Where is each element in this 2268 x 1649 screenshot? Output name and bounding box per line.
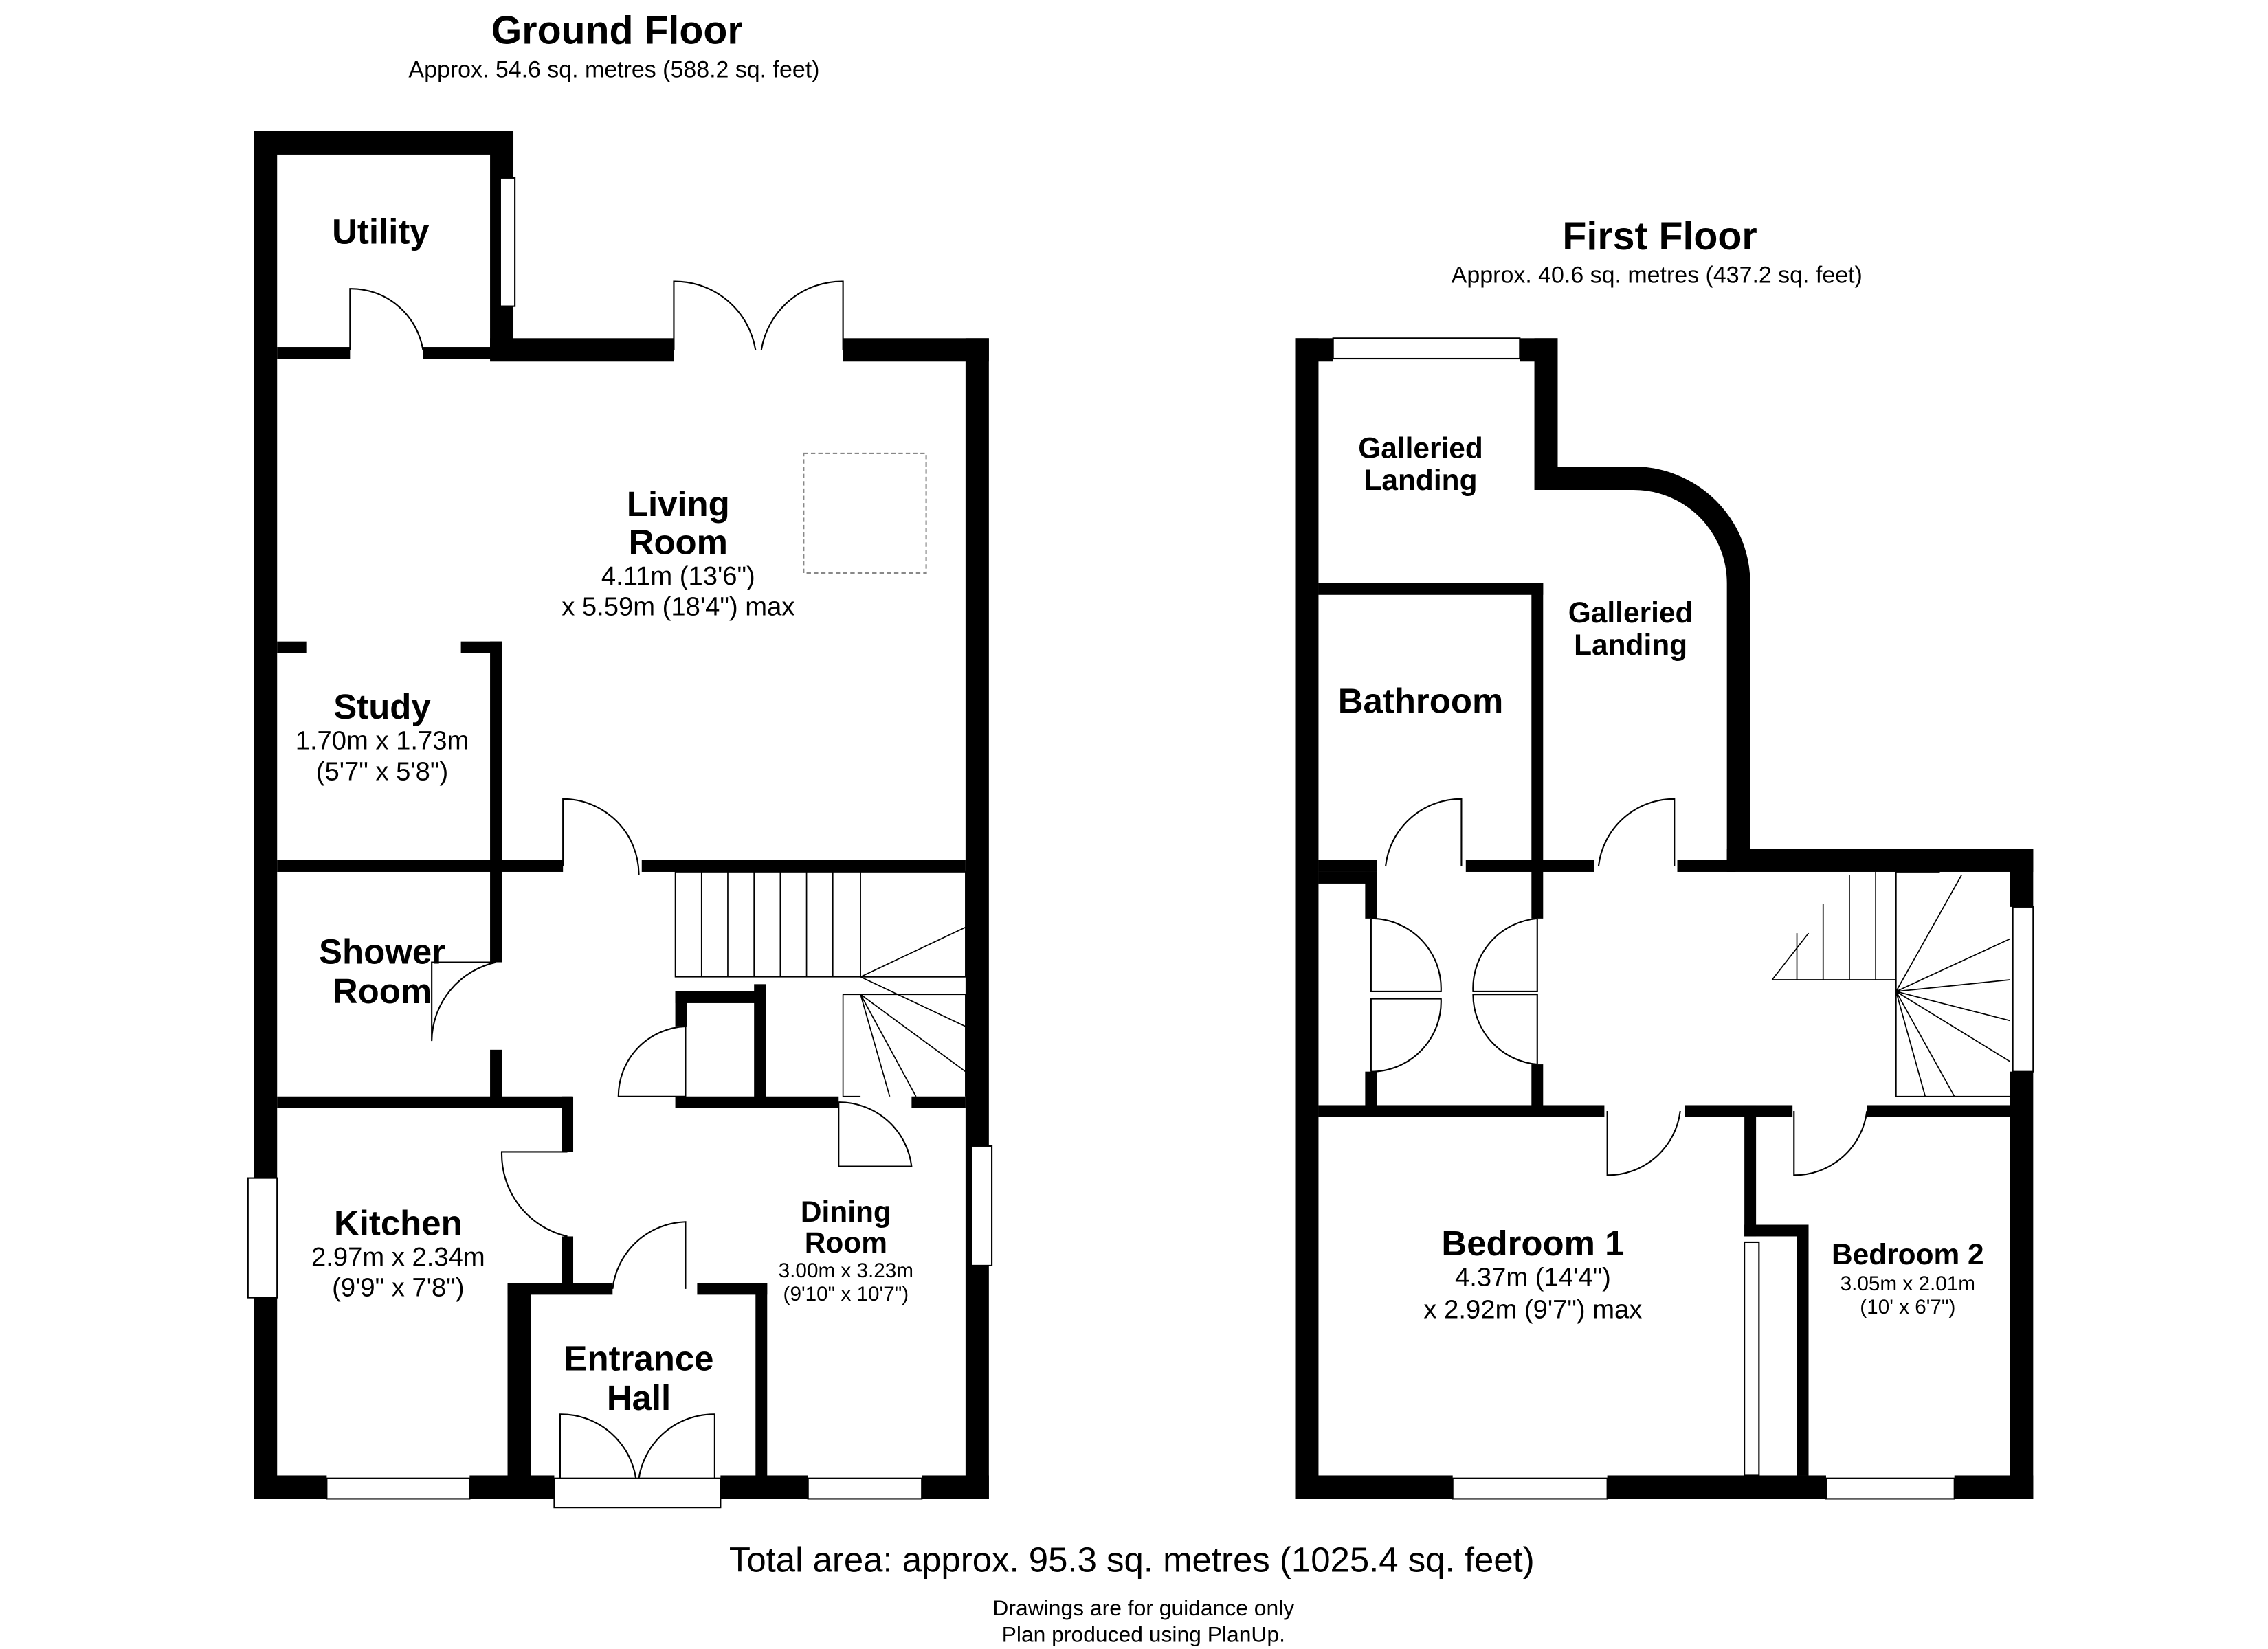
front-door-frame bbox=[553, 1477, 722, 1509]
producer-note: Plan produced using PlanUp. bbox=[1002, 1622, 1285, 1646]
galleried-landing-1-label-1: Galleried bbox=[1358, 431, 1483, 464]
first-floor-walls bbox=[1295, 338, 2034, 1499]
entrance-hall-label-2: Hall bbox=[607, 1378, 671, 1417]
bedroom2-window bbox=[1825, 1477, 1955, 1500]
landing-window bbox=[1332, 337, 1521, 360]
living-room-dim-2: x 5.59m (18'4") max bbox=[562, 592, 794, 621]
ground-floor-title: Ground Floor bbox=[491, 9, 743, 53]
bedroom2-door bbox=[1793, 1110, 1868, 1176]
bedroom1-dim-2: x 2.92m (9'7") max bbox=[1423, 1294, 1642, 1324]
bedroom1-dim-1: 4.37m (14'4") bbox=[1455, 1263, 1611, 1292]
first-floor-stairs bbox=[1771, 871, 2010, 1097]
front-doors bbox=[559, 1413, 715, 1479]
utility-window bbox=[499, 177, 516, 307]
dining-side-window bbox=[970, 1145, 993, 1266]
bedroom2-label: Bedroom 2 bbox=[1832, 1238, 1984, 1270]
study-dim-1: 1.70m x 1.73m bbox=[296, 726, 469, 756]
dining-door bbox=[838, 1101, 913, 1167]
study-label: Study bbox=[333, 687, 431, 726]
bedroom2-dim-2: (10' x 6'7") bbox=[1860, 1296, 1955, 1319]
dining-room-label-2: Room bbox=[805, 1226, 887, 1259]
shower-door bbox=[431, 961, 496, 1042]
living-french-doors bbox=[673, 280, 844, 350]
first-floor-windows bbox=[1332, 337, 2034, 1500]
dining-room-dim-1: 3.00m x 3.23m bbox=[779, 1259, 913, 1282]
cupboard-door bbox=[617, 1025, 687, 1097]
dining-front-window bbox=[807, 1477, 923, 1500]
cupboard-doors-left bbox=[1370, 917, 1442, 1073]
living-room-label-2: Room bbox=[629, 522, 728, 561]
total-area: Total area: approx. 95.3 sq. metres (102… bbox=[729, 1540, 1535, 1580]
shower-room-label-1: Shower bbox=[319, 932, 445, 972]
stair-window bbox=[2012, 906, 2034, 1073]
living-room-label-1: Living bbox=[627, 484, 730, 524]
utility-label: Utility bbox=[332, 212, 430, 251]
galleried-landing-2-label-2: Landing bbox=[1574, 629, 1687, 661]
landing-door bbox=[1597, 798, 1676, 866]
guidance-note: Drawings are for guidance only bbox=[992, 1595, 1294, 1620]
first-floor-title: First Floor bbox=[1562, 214, 1757, 258]
hall-door bbox=[612, 1221, 687, 1289]
study-dim-2: (5'7" x 5'8") bbox=[316, 756, 448, 786]
ground-floor-area: Approx. 54.6 sq. metres (588.2 sq. feet) bbox=[408, 56, 819, 82]
kitchen-front-window bbox=[326, 1477, 471, 1500]
kitchen-label: Kitchen bbox=[334, 1203, 463, 1242]
kitchen-window bbox=[247, 1177, 278, 1299]
galleried-landing-2-label-1: Galleried bbox=[1568, 596, 1693, 629]
kitchen-dim-2: (9'9" x 7'8") bbox=[332, 1272, 464, 1302]
ground-floor-stairs bbox=[674, 871, 966, 1097]
ground-floor-doors bbox=[349, 280, 913, 1479]
first-floor-doors bbox=[1370, 798, 1868, 1176]
dining-room-dim-2: (9'10" x 10'7") bbox=[783, 1283, 909, 1305]
bedroom2-dim-1: 3.05m x 2.01m bbox=[1841, 1272, 1975, 1295]
skylight bbox=[803, 452, 927, 574]
bedroom1-label: Bedroom 1 bbox=[1441, 1224, 1624, 1263]
bedroom1-door bbox=[1606, 1110, 1681, 1176]
bathroom-door bbox=[1385, 798, 1463, 866]
living-room-dim-1: 4.11m (13'6") bbox=[601, 561, 755, 591]
utility-door bbox=[349, 288, 424, 350]
first-floor-area: Approx. 40.6 sq. metres (437.2 sq. feet) bbox=[1452, 262, 1863, 289]
galleried-landing-1-label-2: Landing bbox=[1364, 464, 1477, 496]
entrance-hall-label-1: Entrance bbox=[564, 1339, 714, 1378]
bedroom1-window bbox=[1452, 1477, 1608, 1500]
ground-floor-windows bbox=[247, 177, 993, 1509]
dining-room-label-1: Dining bbox=[801, 1196, 891, 1228]
ground-floor-walls bbox=[254, 131, 989, 1499]
cupboard-doors-right bbox=[1472, 917, 1538, 1066]
living-door bbox=[562, 798, 640, 875]
kitchen-dim-1: 2.97m x 2.34m bbox=[311, 1242, 485, 1272]
bathroom-label: Bathroom bbox=[1338, 682, 1503, 721]
kitchen-door bbox=[500, 1151, 568, 1237]
shower-room-label-2: Room bbox=[333, 972, 432, 1011]
wardrobe-sliding-door bbox=[1744, 1241, 1760, 1477]
